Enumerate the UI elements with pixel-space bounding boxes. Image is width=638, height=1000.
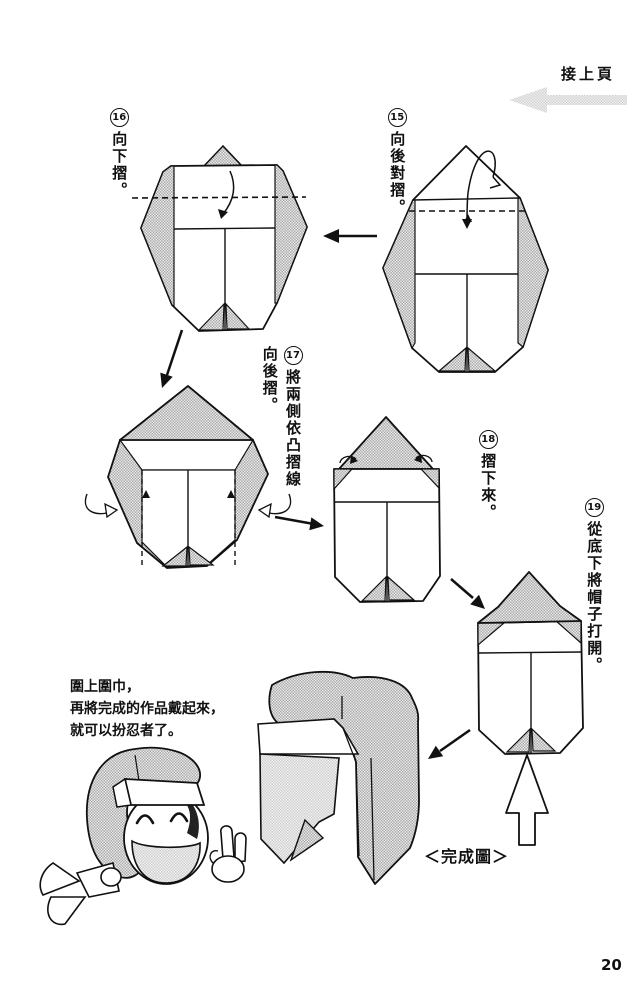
wrap-arrow-left-icon [339, 455, 358, 464]
step-15-label: 15 向後對摺。 [385, 108, 408, 216]
face-opening-band [257, 718, 360, 755]
step-19-number: 19 [584, 498, 604, 517]
outro-line-1: 圍上圍巾， [70, 679, 140, 695]
step-arrow-15-16-icon [323, 229, 377, 243]
shading-bottom-right [225, 302, 251, 330]
step-16-text: 向下摺。 [110, 131, 129, 199]
marker-left [142, 490, 150, 498]
headband-fold [112, 777, 132, 808]
shading-bottom-left [505, 727, 531, 753]
white-upper-band [118, 439, 255, 471]
shading-bottom-right [531, 727, 557, 752]
step-16-number: 16 [109, 108, 129, 127]
outro-line-3: 就可以扮忍者了。 [70, 723, 182, 739]
front-flap [259, 753, 340, 865]
step-arrow-17-18-icon [274, 515, 324, 531]
step-18-diagram [333, 416, 441, 603]
eye-right [169, 812, 189, 823]
scarf-knot [100, 867, 122, 887]
step-17-number: 17 [283, 346, 303, 365]
step-18-number: 18 [478, 430, 498, 449]
hair [183, 797, 199, 839]
shading-left [382, 199, 416, 350]
step-19-diagram [477, 571, 584, 755]
step-arrow-16-17-icon [160, 329, 184, 388]
step-arrow-18-19-icon [450, 578, 485, 609]
mask [131, 839, 201, 884]
step-17-text-2: 向後摺。 [260, 346, 279, 414]
corner-right [419, 468, 440, 490]
step-15-text: 向後對摺。 [388, 131, 407, 216]
shading-bottom-left [360, 575, 387, 602]
flap-notch [289, 818, 325, 862]
continued-label: 接上頁 [561, 65, 616, 83]
ninja-mascot-illustration [39, 746, 247, 926]
shading-right [517, 197, 549, 349]
hood-point [477, 571, 582, 624]
step-16-diagram [131, 144, 308, 332]
rotate-arrow-left-icon [84, 493, 119, 519]
fold-down-arrow-icon [218, 170, 235, 219]
step-19-label: 19 從底下將帽子打開。 [582, 498, 605, 674]
rotate-arrow-right-icon [257, 493, 292, 519]
continued-arrow-icon [509, 87, 627, 113]
shading-bottom-right [387, 575, 416, 601]
shading-bottom-left [437, 346, 467, 372]
finished-model-diagram [257, 670, 420, 885]
shading-bottom-right [188, 545, 215, 566]
scarf-tail-2 [47, 896, 87, 926]
marker-right [227, 490, 235, 498]
hood-point [119, 385, 254, 441]
valley-fold-line [131, 196, 307, 199]
step-18-text: 摺下來。 [479, 453, 498, 521]
step-arrow-19-finished-icon [428, 728, 471, 759]
step-16-label: 16 向下摺。 [107, 108, 130, 199]
shading-bottom-right [467, 346, 497, 372]
finished-caption: ＜完成圖＞ [424, 847, 510, 866]
step-15-number: 15 [387, 108, 407, 127]
step-15-diagram [382, 145, 549, 373]
wrap-arrow-right-icon [414, 454, 433, 463]
outro-text: 圍上圍巾， 再將完成的作品戴起來， 就可以扮忍者了。 [70, 676, 224, 742]
fold-behind-arrow-icon [462, 150, 502, 229]
shading-right [274, 164, 308, 304]
step-17-label: 17 將兩側依凸摺線 向後摺。 [256, 346, 304, 534]
shading-bottom-left [161, 545, 188, 567]
step-18-label: 18 摺下來。 [476, 430, 499, 521]
outro-line-2: 再將完成的作品戴起來， [70, 701, 224, 717]
open-arrow-icon [505, 754, 549, 846]
shading-left [140, 165, 175, 307]
step-17-diagram [84, 385, 292, 569]
corner-left [333, 468, 354, 491]
scarf-tail-1 [39, 862, 81, 896]
eye-left [135, 814, 155, 825]
hand-v-sign [209, 825, 247, 883]
headband [123, 778, 206, 806]
back-tip [202, 144, 244, 167]
shading-bottom-left [197, 302, 225, 331]
page-number: 20 [601, 956, 622, 974]
step-19-text: 從底下將帽子打開。 [585, 521, 604, 674]
step-17-text-1: 將兩側依凸摺線 [284, 369, 302, 488]
